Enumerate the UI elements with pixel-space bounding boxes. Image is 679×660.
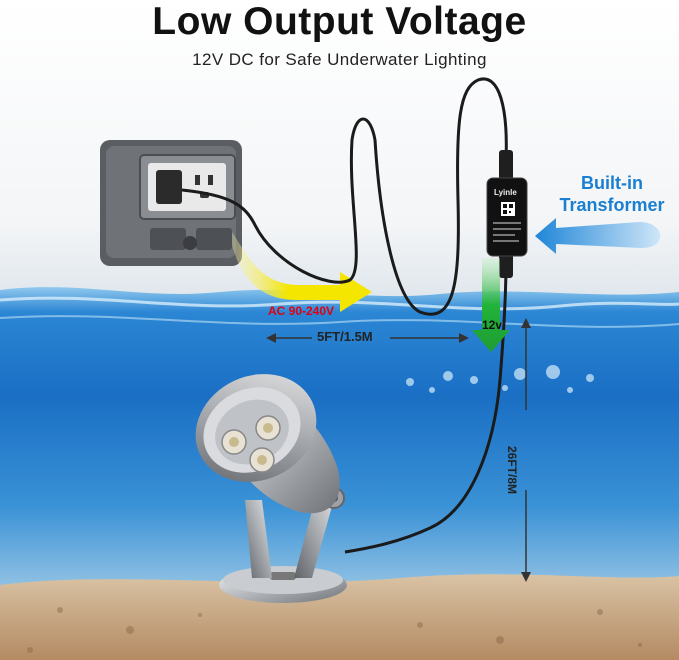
transformer-callout: Built-in Transformer (548, 172, 676, 216)
cable-connector-top (499, 150, 513, 180)
spotlight-icon (195, 374, 347, 603)
weatherproof-outlet-icon (100, 140, 242, 266)
water-bubbles (406, 365, 594, 393)
transformer-callout-line2: Transformer (559, 195, 665, 215)
ac-input-arrow (232, 232, 372, 312)
short-cable-length-label: 5FT/1.5M (317, 329, 373, 344)
power-cable (181, 77, 508, 316)
page-title: Low Output Voltage (152, 0, 527, 43)
page-subtitle: 12V DC for Safe Underwater Lighting (192, 50, 487, 69)
short-cable-dimension (266, 333, 469, 343)
long-cable-dimension (521, 318, 531, 582)
ac-voltage-label: AC 90-240V (268, 304, 335, 318)
long-cable-length-label: 26FT/8M (505, 446, 519, 495)
output-voltage-label: 12v (482, 318, 503, 332)
transformer-pointer-arrow (535, 218, 661, 254)
transformer-callout-line1: Built-in (581, 173, 643, 193)
brand-label: Lyinle (494, 188, 517, 197)
dc-output-arrow (472, 258, 510, 352)
cable-connector-bottom (499, 252, 513, 278)
lamp-cable (344, 261, 508, 554)
transformer-box-icon (486, 177, 528, 257)
